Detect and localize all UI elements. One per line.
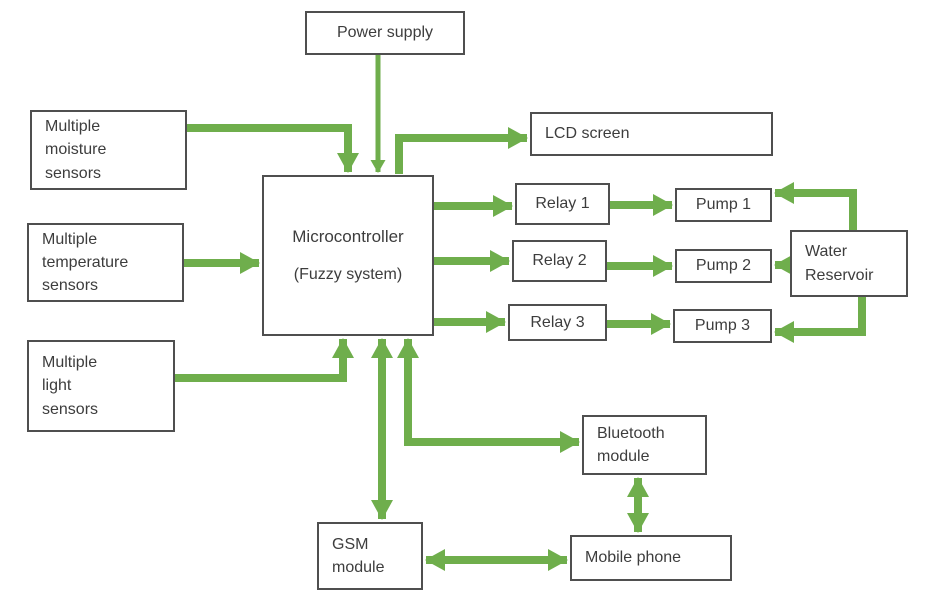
node-relay-3: Relay 3	[508, 304, 607, 341]
edge-light-to-microcontroller	[175, 338, 354, 382]
node-temperature-sensors: Multiple temperature sensors	[27, 223, 184, 302]
node-bluetooth-module: Bluetooth module	[582, 415, 707, 475]
microcontroller-title: Microcontroller	[292, 227, 404, 247]
node-power-supply: Power supply	[305, 11, 465, 55]
node-pump-2: Pump 2	[675, 249, 772, 283]
microcontroller-subtitle: (Fuzzy system)	[293, 265, 403, 283]
node-lcd-screen: LCD screen	[530, 112, 773, 156]
node-moisture-sensors: Multiple moisture sensors	[30, 110, 187, 190]
edge-reservoir-to-pump1	[774, 182, 857, 230]
node-mobile-phone: Mobile phone	[570, 535, 732, 581]
node-relay-1: Relay 1	[515, 183, 610, 225]
node-pump-3: Pump 3	[673, 309, 772, 343]
node-gsm-module: GSM module	[317, 522, 423, 590]
edge-moisture-to-microcontroller	[187, 124, 359, 173]
edge-reservoir-to-pump3	[774, 297, 866, 343]
edge-microcontroller-bluetooth	[397, 338, 580, 453]
node-light-sensors: Multiple light sensors	[27, 340, 175, 432]
edge-microcontroller-to-lcd	[395, 127, 528, 174]
node-water-reservoir: Water Reservoir	[790, 230, 908, 297]
node-pump-1: Pump 1	[675, 188, 772, 222]
node-microcontroller: Microcontroller (Fuzzy system)	[262, 175, 434, 336]
node-relay-2: Relay 2	[512, 240, 607, 282]
